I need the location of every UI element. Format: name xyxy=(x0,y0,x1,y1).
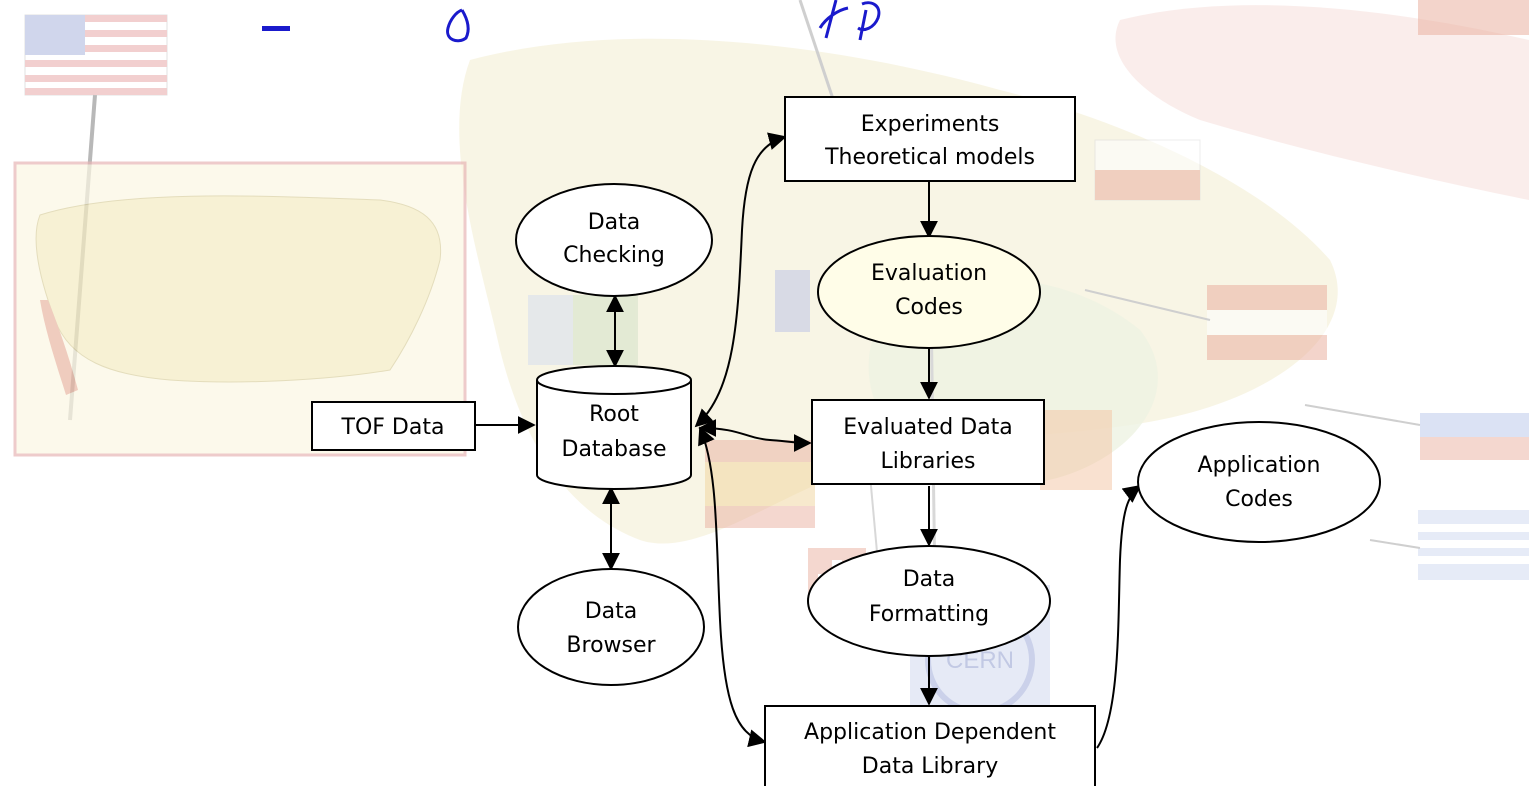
experiments-line-2: Theoretical models xyxy=(824,145,1035,170)
data-checking-line-2: Checking xyxy=(563,243,665,268)
data-formatting-line-2: Formatting xyxy=(869,602,989,627)
usa-flag xyxy=(24,14,168,96)
arrow-root-evaluated xyxy=(698,419,812,452)
application-library-line-2: Data Library xyxy=(862,754,998,779)
faded-line xyxy=(1084,289,1211,321)
faded-flag xyxy=(1418,510,1529,580)
data-checking-line-1: Data xyxy=(588,210,641,235)
title-fragment xyxy=(262,0,881,43)
data-formatting-line-1: Data xyxy=(903,567,956,592)
faded-line xyxy=(1369,539,1421,549)
faded-flag xyxy=(1094,139,1201,201)
application-codes-line-1: Application xyxy=(1198,453,1321,478)
faded-flag xyxy=(1418,0,1529,35)
tof-data-box: TOF Data xyxy=(311,401,476,451)
faded-flag xyxy=(1420,390,1529,460)
tof-data-label: TOF Data xyxy=(341,415,445,440)
root-database-line-1: Root xyxy=(589,402,639,427)
application-library-line-1: Application Dependent xyxy=(804,720,1056,745)
arrow-applib-appcodes xyxy=(1096,484,1142,749)
data-browser-line-2: Browser xyxy=(566,633,656,658)
evaluated-libraries-line-2: Libraries xyxy=(880,449,975,474)
arrow-root-applib xyxy=(698,426,767,748)
evaluated-libraries-box: Evaluated Data Libraries xyxy=(811,399,1045,485)
evaluated-libraries-line-1: Evaluated Data xyxy=(843,415,1013,440)
arrow-experiments-root xyxy=(694,132,787,428)
evaluation-codes-line-1: Evaluation xyxy=(871,261,987,286)
faded-flag xyxy=(1207,285,1327,360)
experiments-box: Experiments Theoretical models xyxy=(784,96,1076,182)
experiments-line-1: Experiments xyxy=(861,112,1000,137)
data-browser-line-1: Data xyxy=(585,599,638,624)
usa-map xyxy=(13,161,467,457)
application-codes-node: Application Codes xyxy=(1137,421,1381,543)
evaluation-codes-line-2: Codes xyxy=(895,295,963,320)
root-database-node: Root Database xyxy=(536,365,692,490)
faded-flag xyxy=(1040,410,1112,490)
evaluation-codes-node: Evaluation Codes xyxy=(817,235,1041,349)
data-formatting-node: Data Formatting xyxy=(807,545,1051,657)
data-checking-node: Data Checking xyxy=(515,183,713,297)
faded-line xyxy=(1304,404,1421,426)
root-database-line-2: Database xyxy=(562,437,667,462)
application-codes-line-2: Codes xyxy=(1225,487,1293,512)
data-browser-node: Data Browser xyxy=(517,568,705,686)
faded-map-region xyxy=(1115,5,1529,201)
application-library-box: Application Dependent Data Library xyxy=(764,705,1096,786)
